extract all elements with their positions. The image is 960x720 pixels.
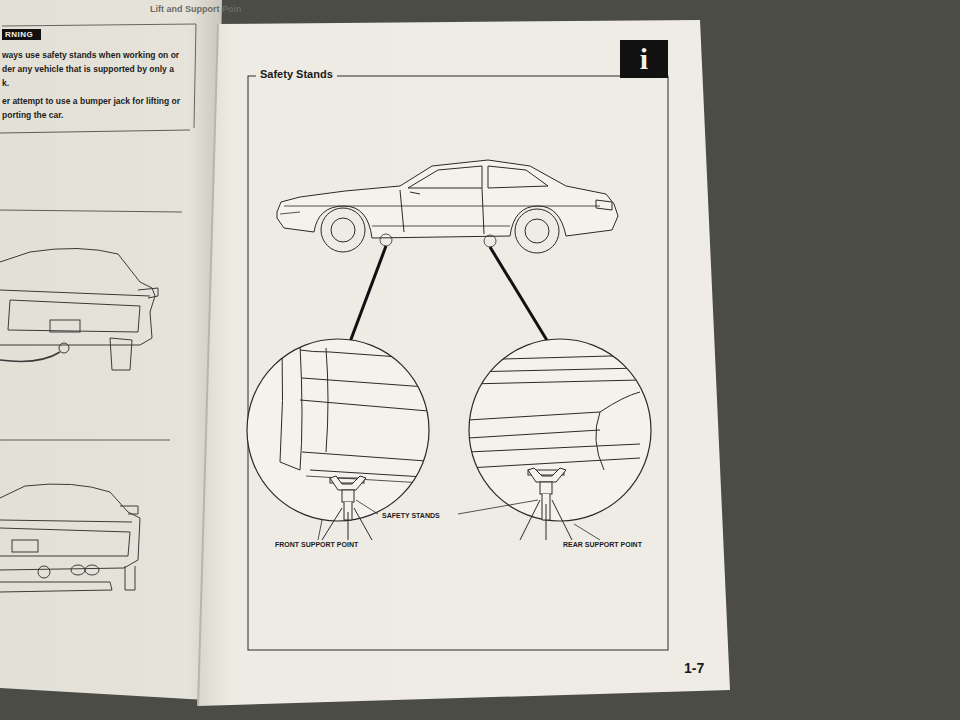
figure-frame — [248, 76, 668, 650]
warning-frame — [2, 24, 196, 128]
info-symbol: i — [640, 44, 648, 74]
show-through-heading: Lift and Support Poin — [150, 4, 242, 14]
detail-pointer — [490, 247, 548, 342]
car-side-view — [277, 160, 618, 253]
left-page — [0, 0, 222, 700]
warning-text: er attempt to use a bumper jack for lift… — [2, 96, 180, 106]
warning-text: der any vehicle that is supported by onl… — [2, 64, 174, 74]
rear-detail — [468, 339, 651, 540]
leader-lines — [318, 500, 600, 540]
figure-title: Safety Stands — [256, 68, 337, 80]
part-label: FRONT SUPPORT POINT — [275, 541, 358, 548]
front-detail — [247, 339, 440, 540]
info-icon: i — [620, 40, 668, 78]
detail-pointer — [350, 246, 386, 342]
right-page — [198, 20, 730, 706]
warning-word: RNING — [5, 30, 37, 39]
part-label: REAR SUPPORT POINT — [563, 541, 642, 548]
page-number: 1-7 — [684, 660, 704, 676]
warning-text: k. — [2, 78, 9, 88]
warning-text: ways use safety stands when working on o… — [2, 50, 179, 60]
warning-tag: RNING — [2, 29, 41, 40]
page-edge — [198, 24, 218, 706]
part-label: SAFETY STANDS — [382, 512, 440, 519]
left-page-drawings — [0, 130, 190, 592]
warning-text: porting the car. — [2, 110, 63, 120]
